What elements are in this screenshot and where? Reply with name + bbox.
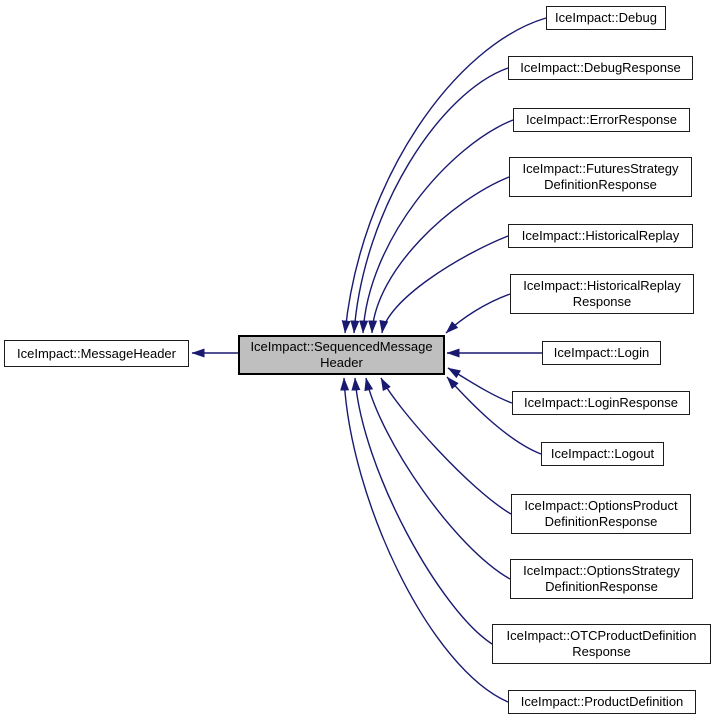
edge-historicalreplay — [379, 235, 509, 334]
node-iceimpact-debugresponse[interactable]: IceImpact::DebugResponse — [508, 56, 693, 80]
node-iceimpact-debug[interactable]: IceImpact::Debug — [546, 6, 666, 30]
edge-debug — [341, 17, 547, 334]
node-label: IceImpact::OptionsStrategy DefinitionRes… — [523, 563, 680, 594]
edge-historicalreplayresponse — [445, 293, 511, 334]
node-iceimpact-messageheader[interactable]: IceImpact::MessageHeader — [4, 340, 189, 367]
node-label: IceImpact::OptionsProduct DefinitionResp… — [524, 498, 678, 529]
node-label: IceImpact::DebugResponse — [520, 60, 681, 75]
node-label: IceImpact::FuturesStrategy DefinitionRes… — [522, 161, 679, 192]
node-label: IceImpact::HistoricalReplay Response — [523, 278, 681, 309]
node-label: IceImpact::Debug — [555, 10, 657, 25]
node-iceimpact-futuresstrategydefinitionresponse[interactable]: IceImpact::FuturesStrategy DefinitionRes… — [509, 157, 692, 197]
node-iceimpact-historicalreplayresponse[interactable]: IceImpact::HistoricalReplay Response — [510, 274, 694, 314]
node-label: IceImpact::LoginResponse — [524, 395, 678, 410]
node-iceimpact-optionsproductdefinitionresponse[interactable]: IceImpact::OptionsProduct DefinitionResp… — [511, 494, 691, 534]
node-label: IceImpact::ProductDefinition — [520, 694, 684, 709]
node-label: IceImpact::Logout — [550, 446, 655, 461]
edge-loginresponse — [447, 367, 513, 404]
node-label: IceImpact::Login — [553, 345, 650, 360]
node-label: IceImpact::ErrorResponse — [525, 112, 677, 127]
edge-logout — [446, 376, 542, 455]
edge-debugresponse — [350, 67, 509, 334]
edge-errorresponse — [359, 119, 514, 334]
node-iceimpact-logout[interactable]: IceImpact::Logout — [541, 442, 664, 466]
edge-futuresstrategydefinitionresponse — [368, 176, 510, 334]
edge-optionsproductdefinitionresponse — [380, 377, 512, 515]
node-label: IceImpact::HistoricalReplay — [521, 228, 680, 243]
node-iceimpact-sequencedmessageheader: IceImpact::SequencedMessage Header — [238, 335, 445, 375]
node-iceimpact-historicalreplay[interactable]: IceImpact::HistoricalReplay — [508, 224, 693, 248]
node-iceimpact-errorresponse[interactable]: IceImpact::ErrorResponse — [513, 108, 690, 132]
node-label: IceImpact::MessageHeader — [17, 345, 176, 361]
node-iceimpact-productdefinition[interactable]: IceImpact::ProductDefinition — [508, 690, 696, 714]
node-label: IceImpact::SequencedMessage Header — [250, 339, 433, 370]
node-iceimpact-optionsstrategydefinitionresponse[interactable]: IceImpact::OptionsStrategy DefinitionRes… — [510, 559, 693, 599]
node-label: IceImpact::OTCProductDefinition Response — [506, 628, 697, 659]
edge-optionsstrategydefinitionresponse — [364, 377, 511, 580]
node-iceimpact-login[interactable]: IceImpact::Login — [542, 341, 661, 365]
node-iceimpact-loginresponse[interactable]: IceImpact::LoginResponse — [512, 391, 690, 415]
edge-otcproductdefinitionresponse — [351, 377, 493, 645]
node-iceimpact-otcproductdefinitionresponse[interactable]: IceImpact::OTCProductDefinition Response — [492, 624, 711, 664]
edge-productdefinition — [340, 377, 509, 703]
